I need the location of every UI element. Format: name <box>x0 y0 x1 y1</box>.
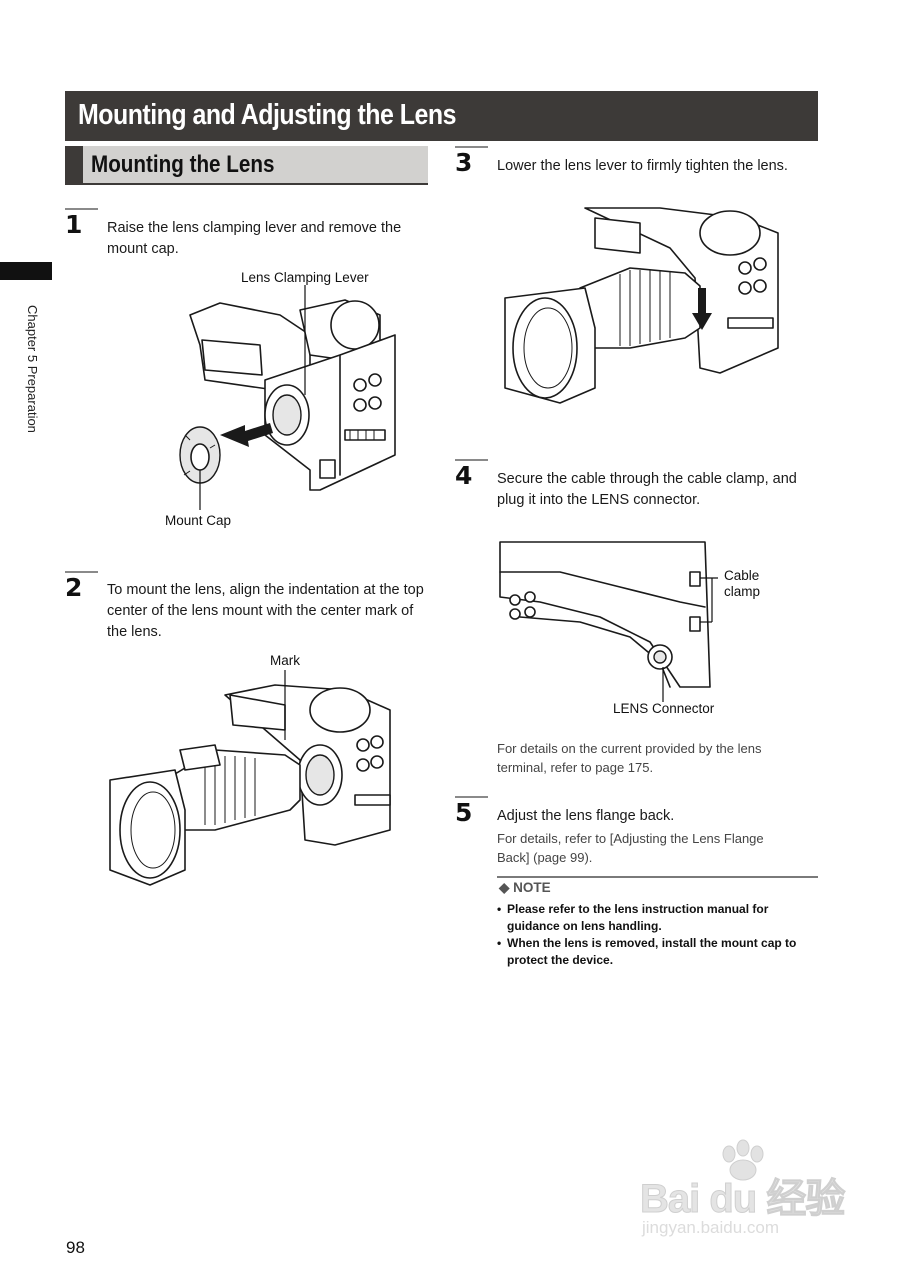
note-item: Please refer to the lens instruction man… <box>497 901 817 935</box>
step-rule <box>65 208 98 210</box>
step-text: To mount the lens, align the indentation… <box>107 582 424 640</box>
paw-logo-icon <box>722 1139 764 1181</box>
step-text: Adjust the lens flange back. <box>497 808 675 824</box>
page-title-bar: Mounting and Adjusting the Lens <box>65 91 818 141</box>
label-mount-cap: Mount Cap <box>165 513 232 528</box>
section-accent <box>65 146 83 183</box>
step-number: 5 <box>455 798 473 827</box>
section-title: Mounting the Lens <box>91 151 275 178</box>
step-4-detail: For details on the current provided by t… <box>497 741 762 775</box>
step-number: 4 <box>455 461 473 490</box>
note-divider <box>497 876 818 878</box>
section-header: Mounting the Lens <box>65 146 428 185</box>
figure-align-lens <box>109 670 391 886</box>
note-heading: ◆ NOTE <box>499 880 551 895</box>
figure-remove-mount-cap <box>179 285 396 510</box>
watermark-url: jingyan.baidu.com <box>642 1218 780 1237</box>
watermark-brand: Bai du 经验 <box>639 1177 845 1222</box>
step-text: Raise the lens clamping lever and remove… <box>107 220 402 257</box>
step-number: 1 <box>65 210 83 239</box>
note-item: When the lens is removed, install the mo… <box>497 935 817 969</box>
watermark: Bai du 经验 jingyan.baidu.com <box>639 1139 855 1245</box>
page-number: 98 <box>66 1238 85 1257</box>
step-text: Lower the lens lever to firmly tighten t… <box>497 158 788 174</box>
page-title: Mounting and Adjusting the Lens <box>78 99 456 131</box>
step-rule <box>455 796 488 798</box>
step-5-detail: For details, refer to [Adjusting the Len… <box>497 831 764 865</box>
figure-cable-clamp <box>499 541 718 702</box>
step-4: 4 Secure the cable through the cable cla… <box>455 459 820 519</box>
step-number: 2 <box>65 573 83 602</box>
step-5: 5 Adjust the lens flange back. <box>455 796 820 866</box>
step-rule <box>455 459 488 461</box>
label-cable-clamp: Cable clamp <box>724 568 761 599</box>
label-lens-connector: LENS Connector <box>613 701 715 716</box>
step-number: 3 <box>455 148 473 177</box>
step-1: 1 Raise the lens clamping lever and remo… <box>65 208 425 268</box>
step-rule <box>65 571 98 573</box>
note-list: Please refer to the lens instruction man… <box>497 901 817 969</box>
step-3: 3 Lower the lens lever to firmly tighten… <box>455 146 820 186</box>
chapter-label: Chapter 5 Preparation <box>25 305 40 433</box>
label-lens-clamping-lever: Lens Clamping Lever <box>241 270 369 285</box>
figure-lock-lens <box>504 207 779 404</box>
chapter-tab-marker <box>0 262 52 280</box>
step-2: 2 To mount the lens, align the indentati… <box>65 571 425 651</box>
label-mark: Mark <box>270 653 300 668</box>
step-rule <box>455 146 488 148</box>
step-text: Secure the cable through the cable clamp… <box>497 471 797 508</box>
